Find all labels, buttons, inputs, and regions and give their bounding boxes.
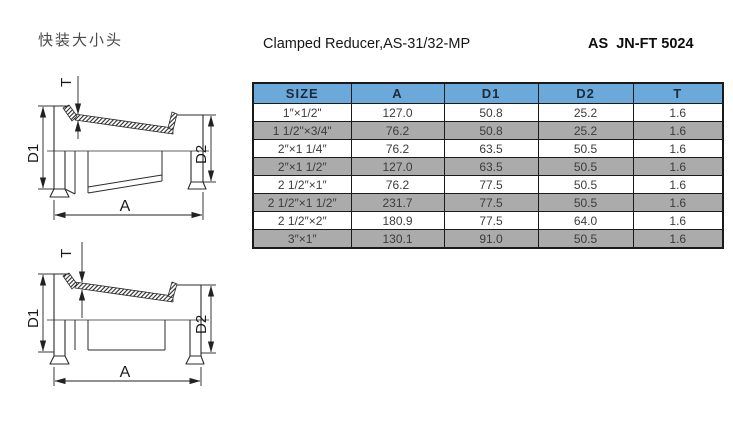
- cell-t: 1.6: [632, 121, 724, 140]
- cell-size: 2 1/2″×2″: [252, 211, 352, 230]
- left-flange-hatched: [62, 104, 78, 122]
- lower-cone-profile: [64, 151, 163, 195]
- cell-d2: 50.5: [537, 157, 634, 176]
- cell-a: 180.9: [350, 211, 445, 230]
- left-flange-hatched: [62, 272, 78, 290]
- lower-flat-profile: [74, 320, 166, 351]
- left-ferrule: [49, 105, 70, 198]
- cell-d2: 25.2: [537, 121, 634, 140]
- cell-t: 1.6: [632, 229, 724, 249]
- cell-a: 76.2: [350, 175, 445, 194]
- reducer-body-section: [47, 272, 209, 365]
- cell-d1: 77.5: [443, 193, 539, 212]
- table-header-row: SIZE A D1 D2 T: [252, 82, 724, 104]
- cell-d2: 50.5: [537, 229, 634, 249]
- dim-label-d1: D1: [25, 309, 42, 328]
- left-ferrule: [49, 273, 70, 365]
- cell-t: 1.6: [632, 211, 724, 230]
- dim-label-d2: D2: [193, 315, 210, 334]
- cell-size: 3″×1″: [252, 229, 352, 249]
- cell-d1: 77.5: [443, 211, 539, 230]
- cell-size: 2″×1 1/2″: [252, 157, 352, 176]
- dim-label-d2: D2: [193, 145, 210, 164]
- dim-label-t: T: [58, 78, 75, 87]
- part-number: AS JN-FT 5024: [588, 36, 694, 52]
- dim-label-a: A: [120, 364, 131, 381]
- cell-d2: 64.0: [537, 211, 634, 230]
- cell-a: 127.0: [350, 103, 445, 122]
- column-header-d1: D1: [443, 82, 539, 104]
- table-row: 1″×1/2" 127.0 50.8 25.2 1.6: [252, 103, 724, 122]
- cell-a: 76.2: [350, 139, 445, 158]
- cell-d1: 50.8: [443, 121, 539, 140]
- product-title-chinese: 快装大小头: [38, 32, 124, 49]
- table-row: 1 1/2"×3/4" 76.2 50.8 25.2 1.6: [252, 121, 724, 140]
- product-title-english: Clamped Reducer,AS-31/32-MP: [263, 36, 471, 52]
- table-row: 2 1/2″×1 1/2″ 231.7 77.5 50.5 1.6: [252, 193, 724, 212]
- cell-a: 76.2: [350, 121, 445, 140]
- cell-d2: 50.5: [537, 139, 634, 158]
- cell-a: 231.7: [350, 193, 445, 212]
- tube-wall-hatched: [74, 281, 174, 303]
- column-header-size: SIZE: [252, 82, 352, 104]
- right-flange-hatched: [167, 281, 178, 299]
- cell-t: 1.6: [632, 139, 724, 158]
- table-row: 2″×1 1/2″ 127.0 63.5 50.5 1.6: [252, 157, 724, 176]
- cell-t: 1.6: [632, 157, 724, 176]
- table-row: 3″×1″ 130.1 91.0 50.5 1.6: [252, 229, 724, 249]
- dim-label-a: A: [120, 198, 131, 215]
- reducer-body-section: [47, 104, 209, 198]
- cell-size: 2″×1 1/4″: [252, 139, 352, 158]
- table-row: 2″×1 1/4″ 76.2 63.5 50.5 1.6: [252, 139, 724, 158]
- cell-d1: 91.0: [443, 229, 539, 249]
- spec-table: SIZE A D1 D2 T 1″×1/2" 127.0 50.8 25.2 1…: [252, 82, 724, 249]
- column-header-a: A: [350, 82, 445, 104]
- cell-t: 1.6: [632, 103, 724, 122]
- column-header-t: T: [632, 82, 724, 104]
- tube-wall-hatched: [74, 113, 174, 135]
- table-row: 2 1/2″×2″ 180.9 77.5 64.0 1.6: [252, 211, 724, 230]
- cell-d1: 77.5: [443, 175, 539, 194]
- cell-d2: 25.2: [537, 103, 634, 122]
- cell-size: 1″×1/2": [252, 103, 352, 122]
- dim-label-d1: D1: [25, 144, 42, 163]
- table-row: 2 1/2″×1″ 76.2 77.5 50.5 1.6: [252, 175, 724, 194]
- drawing-eccentric-reducer: T D1 D2 A: [25, 242, 216, 386]
- drawing-concentric-reducer: T D1 D2 A: [25, 76, 216, 220]
- cell-size: 1 1/2"×3/4": [252, 121, 352, 140]
- dimensions: [38, 76, 216, 220]
- cell-d2: 50.5: [537, 175, 634, 194]
- right-flange-hatched: [167, 111, 178, 131]
- cell-d2: 50.5: [537, 193, 634, 212]
- cell-size: 2 1/2″×1″: [252, 175, 352, 194]
- dimensions: [38, 242, 216, 386]
- column-header-d2: D2: [537, 82, 634, 104]
- cell-d1: 63.5: [443, 157, 539, 176]
- cell-t: 1.6: [632, 175, 724, 194]
- cell-size: 2 1/2″×1 1/2″: [252, 193, 352, 212]
- cell-a: 130.1: [350, 229, 445, 249]
- dim-label-t: T: [58, 249, 75, 258]
- cell-a: 127.0: [350, 157, 445, 176]
- cell-d1: 50.8: [443, 103, 539, 122]
- cell-d1: 63.5: [443, 139, 539, 158]
- cell-t: 1.6: [632, 193, 724, 212]
